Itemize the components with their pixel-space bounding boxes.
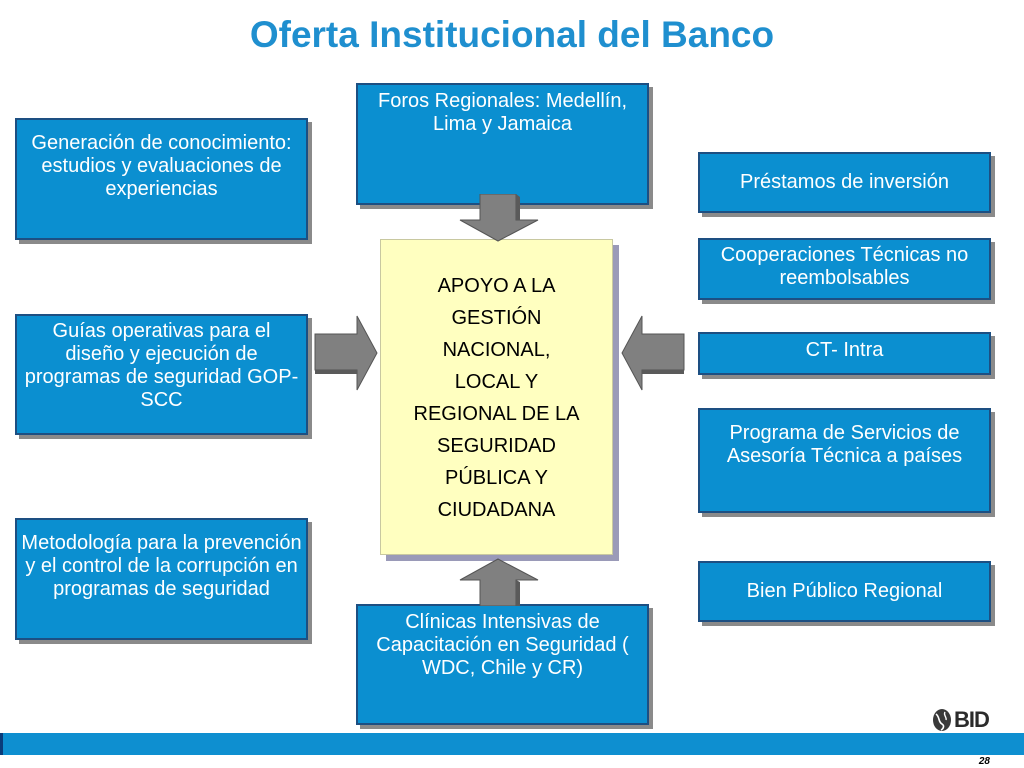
box-text: Guías operativas para el diseño y ejecuc… [24,320,299,411]
box-metodologia-corrupcion: Metodología para la prevención y el cont… [15,518,308,640]
page-title: Oferta Institucional del Banco [249,14,775,55]
box-text: Clínicas Intensivas de Capacitación en S… [376,611,629,679]
bid-logo: BID [932,706,990,734]
box-cooperaciones-tecnicas: Cooperaciones Técnicas no reembolsables [698,238,991,300]
box-text: Cooperaciones Técnicas no reembolsables [720,244,969,289]
box-text: Foros Regionales: Medellín, Lima y Jamai… [377,90,627,135]
center-line: CIUDADANA [437,499,556,521]
center-apoyo-gestion-box: APOYO A LA GESTIÓN NACIONAL, LOCAL Y REG… [380,239,613,555]
footer-bar [0,733,1024,755]
box-bien-publico-regional: Bien Público Regional [698,561,991,622]
box-clinicas-intensivas: Clínicas Intensivas de Capacitación en S… [356,604,649,725]
page-number: 28 [978,756,990,767]
box-text: Préstamos de inversión [740,171,949,193]
box-ct-intra: CT- Intra [698,332,991,375]
box-generacion-conocimiento: Generación de conocimiento: estudios y e… [15,118,308,240]
logo-text: BID [954,707,990,732]
block-arrow-up-icon [459,558,539,606]
center-line: PÚBLICA Y [444,467,549,489]
box-text: Metodología para la prevención y el cont… [21,532,302,600]
block-arrow-down-icon [459,194,539,242]
center-line: LOCAL Y [454,371,539,393]
box-foros-regionales: Foros Regionales: Medellín, Lima y Jamai… [356,83,649,205]
block-arrow-left-icon [621,315,685,391]
center-line: SEGURIDAD [437,435,556,457]
bid-globe-logo-icon [933,709,951,731]
center-line: APOYO A LA [437,275,556,297]
box-text: Programa de Servicios de Asesoría Técnic… [726,422,963,467]
box-text: CT- Intra [805,339,884,361]
center-line: NACIONAL, [442,339,551,361]
footer-bar-accent [0,733,3,755]
center-line: GESTIÓN [451,307,542,329]
box-prestamos-inversion: Préstamos de inversión [698,152,991,213]
box-text: Generación de conocimiento: estudios y e… [31,132,292,200]
box-text: Bien Público Regional [746,580,943,602]
box-guias-operativas: Guías operativas para el diseño y ejecuc… [15,314,308,435]
box-programa-servicios: Programa de Servicios de Asesoría Técnic… [698,408,991,513]
center-line: REGIONAL DE LA [413,403,580,425]
block-arrow-right-icon [314,315,378,391]
